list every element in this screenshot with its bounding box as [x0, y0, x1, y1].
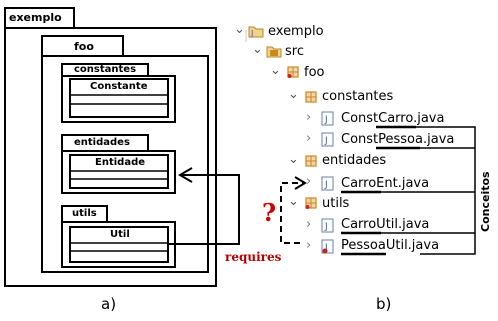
dashed-dependency-line [280, 182, 304, 244]
chevron-right-icon[interactable]: › [306, 238, 312, 253]
caption-a: a) [101, 295, 117, 313]
tree-item-utils[interactable]: utils [322, 196, 350, 211]
svg-text:J: J [324, 115, 328, 125]
tree-item-exemplo[interactable]: exemplo [268, 24, 324, 39]
question-mark: ? [262, 198, 277, 227]
chevron-down-icon[interactable]: ⌄ [234, 22, 245, 37]
chevron-right-icon[interactable]: › [306, 110, 312, 125]
chevron-down-icon[interactable]: ⌄ [252, 42, 263, 57]
class-label-entidade: Entidade [95, 157, 146, 168]
tree-item-entidades[interactable]: entidades [322, 153, 387, 168]
java-file-icon: J [321, 111, 334, 126]
class-label-util: Util [110, 229, 130, 240]
tree-item-pessoa-util[interactable]: PessoaUtil.java [341, 238, 440, 253]
chevron-down-icon[interactable]: ⌄ [288, 87, 299, 102]
package-icon [305, 155, 317, 167]
package-label-constantes: constantes [74, 64, 137, 75]
tree-item-foo[interactable]: foo [304, 65, 325, 80]
tree-item-src[interactable]: src [285, 44, 304, 59]
source-folder-icon [266, 46, 282, 58]
tree-item-const-carro[interactable]: ConstCarro.java [341, 111, 445, 126]
package-label-foo: foo [74, 40, 94, 53]
package-icon [305, 91, 317, 103]
svg-text:J: J [324, 136, 328, 146]
class-constante [69, 78, 169, 118]
svg-text:J: J [324, 180, 328, 190]
requires-label: requires [225, 250, 282, 264]
package-icon [287, 66, 299, 78]
svg-text:J: J [324, 222, 328, 232]
java-file-icon: J [321, 218, 334, 233]
class-util [69, 226, 169, 263]
project-icon: J [248, 26, 264, 38]
requires-arrow-head [178, 167, 193, 183]
java-file-error-icon: J [321, 239, 334, 254]
package-label-utils: utils [72, 208, 97, 219]
chevron-down-icon[interactable]: ⌄ [270, 63, 281, 78]
tree-item-carro-ent[interactable]: CarroEnt.java [341, 176, 430, 191]
chevron-right-icon[interactable]: › [306, 217, 312, 232]
tree-item-carro-util[interactable]: CarroUtil.java [341, 217, 430, 232]
tree-item-const-pessoa[interactable]: ConstPessoa.java [341, 132, 455, 147]
caption-b: b) [376, 295, 392, 313]
dashed-dependency-head [294, 176, 307, 190]
chevron-down-icon[interactable]: ⌄ [288, 194, 299, 209]
java-file-icon: J [321, 132, 334, 147]
concepts-bracket [414, 126, 476, 255]
concepts-label: Conceitos [479, 171, 492, 232]
package-icon [305, 197, 317, 209]
java-file-icon: J [321, 176, 334, 191]
chevron-right-icon[interactable]: › [306, 131, 312, 146]
class-label-constante: Constante [90, 81, 148, 92]
requires-arrow-line [168, 174, 240, 245]
svg-text:J: J [250, 29, 253, 38]
svg-text:J: J [324, 243, 328, 253]
tree-item-constantes[interactable]: constantes [322, 89, 394, 104]
package-label-entidades: entidades [74, 137, 130, 148]
chevron-down-icon[interactable]: ⌄ [288, 152, 299, 167]
chevron-right-icon[interactable]: › [306, 174, 312, 189]
package-label-exemplo: exemplo [9, 11, 62, 24]
